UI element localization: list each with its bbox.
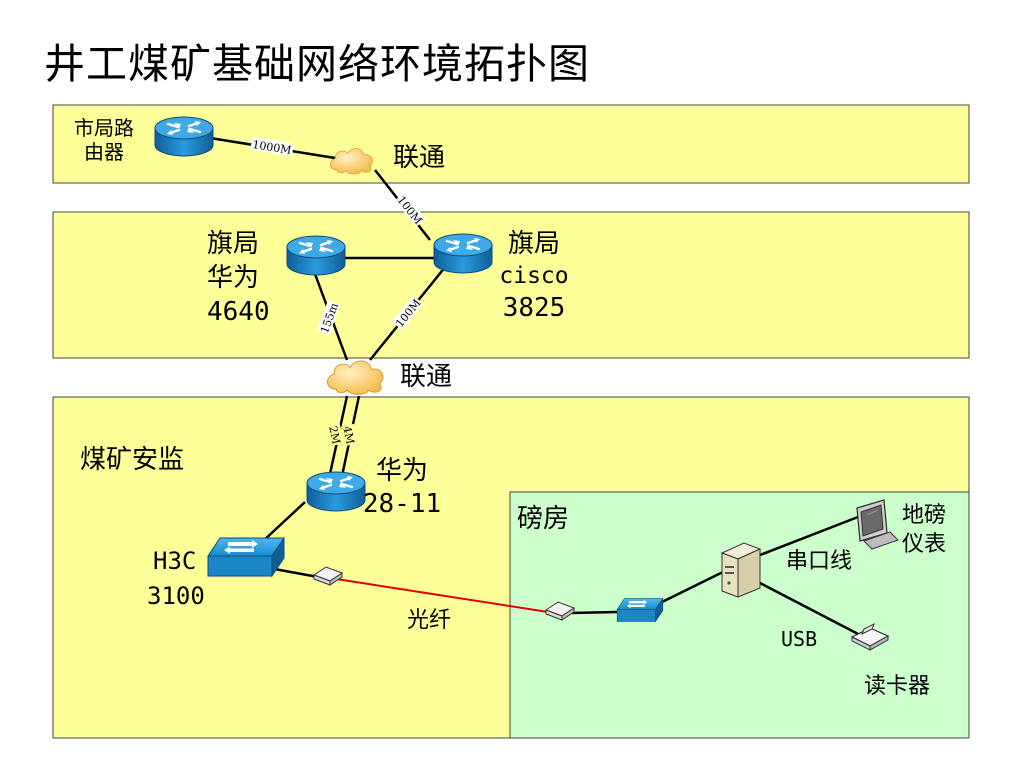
link-label-1000m: 1000M bbox=[250, 136, 294, 157]
card-reader-icon bbox=[850, 622, 890, 651]
card-reader-label: 读卡器 bbox=[864, 674, 931, 699]
link-label-4m: 4M bbox=[340, 423, 358, 447]
banner-huawei-label-line1: 旗局 bbox=[207, 229, 260, 259]
link-modem-switch bbox=[569, 610, 618, 615]
city-router-label: 市局路 由器 bbox=[74, 116, 134, 164]
h3c-label: H3C 3100 bbox=[147, 544, 205, 614]
banner-huawei-label-line2: 华为 bbox=[207, 262, 260, 293]
scale-label-line1: 地磅 bbox=[902, 503, 947, 528]
link-server-scale bbox=[759, 515, 859, 557]
banner-cisco-label: 旗局 cisco 3825 bbox=[492, 228, 576, 325]
link-label-2m: 2M bbox=[326, 423, 344, 447]
scale-label: 地磅 仪表 bbox=[902, 502, 946, 559]
banner-huawei-label: 旗局 华为 4640 bbox=[207, 228, 270, 329]
banner-huawei-router-icon bbox=[286, 234, 346, 277]
h3c-label-line1: H3C bbox=[153, 547, 197, 575]
mine-huawei-label: 华为 28-11 bbox=[360, 455, 444, 520]
page-title: 井工煤矿基础网络环境拓扑图 bbox=[44, 40, 590, 88]
serial-line-label: 串口线 bbox=[786, 549, 853, 574]
h3c-label-line2: 3100 bbox=[147, 581, 205, 610]
banner-huawei-label-line3: 4640 bbox=[207, 296, 270, 327]
mine-huawei-label-line2: 28-11 bbox=[362, 488, 442, 519]
usb-label: USB bbox=[781, 627, 818, 651]
city-router-icon bbox=[154, 115, 214, 158]
zone-banner bbox=[52, 211, 970, 359]
h3c-switch-icon bbox=[207, 537, 285, 577]
mine-huawei-label-line1: 华为 bbox=[375, 456, 428, 486]
banner-cisco-label-line3: 3825 bbox=[502, 292, 566, 323]
banner-cisco-router-icon bbox=[433, 232, 493, 275]
cloud-top-label: 联通 bbox=[393, 143, 446, 173]
zone-weigh-room bbox=[509, 491, 970, 739]
zone-weigh-room-label: 磅房 bbox=[517, 504, 570, 534]
city-router-label-line1: 市局路 bbox=[74, 116, 134, 140]
cloud-mid-icon bbox=[326, 360, 384, 395]
city-router-label-line2: 由器 bbox=[84, 140, 124, 164]
mine-huawei-router-icon bbox=[306, 470, 366, 513]
link-label-1000m-text: 1000M bbox=[252, 138, 293, 157]
cloud-mid-label: 联通 bbox=[400, 362, 453, 392]
fiber-link bbox=[329, 577, 549, 613]
scale-monitor-icon bbox=[856, 499, 899, 550]
fiber-label: 光纤 bbox=[407, 608, 452, 633]
link-label-2m-text: 2M bbox=[326, 425, 343, 446]
link-switch-server bbox=[659, 568, 728, 605]
weigh-switch-icon bbox=[616, 598, 664, 622]
server-icon bbox=[720, 542, 762, 598]
banner-cisco-label-line1: 旗局 bbox=[507, 229, 560, 259]
link-server-reader bbox=[759, 581, 861, 637]
link-label-4m-text: 4M bbox=[340, 425, 357, 446]
link-mine-huawei-h3c bbox=[261, 501, 306, 543]
banner-cisco-label-line2: cisco bbox=[499, 262, 569, 289]
scale-label-line2: 仪表 bbox=[902, 531, 947, 557]
zone-mine-label: 煤矿安监 bbox=[80, 445, 185, 475]
